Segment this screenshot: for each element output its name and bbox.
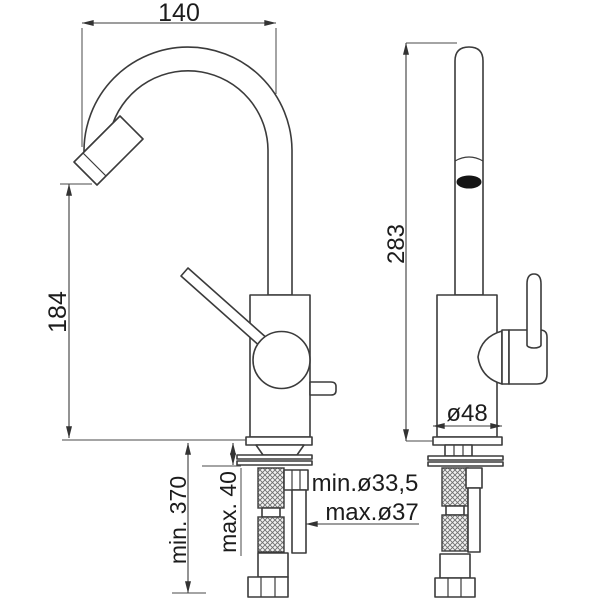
- supply-hose-upper-side: [441, 467, 469, 507]
- dimensions: 140 184 min. 370 max. 40 min.ø33,5 max.ø…: [44, 0, 503, 594]
- supply-hose-upper-front: [257, 467, 285, 509]
- label-hole-diameter-max: max.ø37: [325, 499, 418, 526]
- dim-body-diameter-label: ø48: [446, 400, 487, 427]
- dim-counter-thickness-label: max. 40: [215, 471, 241, 553]
- dim-side-height-label: 283: [383, 224, 410, 264]
- dim-hose-length-label: min. 370: [165, 476, 191, 564]
- fixing-stud-side: [465, 467, 483, 553]
- handle-cone-side: [477, 330, 503, 385]
- shank-nut-side: [444, 444, 473, 457]
- front-view: [73, 46, 337, 598]
- mounting-washer-side-top: [427, 455, 504, 461]
- fixing-stud-front: [283, 469, 309, 554]
- mounting-washer-side-bottom: [427, 461, 504, 467]
- dim-front-height-label: 184: [44, 291, 72, 333]
- label-hole-diameter-max-group: max.ø37: [305, 499, 419, 527]
- base-plate-side: [432, 436, 503, 446]
- dim-spout-reach-label: 140: [158, 0, 200, 27]
- gooseneck-spout: [83, 46, 293, 296]
- base-plate-front: [245, 436, 313, 446]
- aerator-nozzle: [73, 115, 144, 186]
- dim-hose-length: min. 370: [165, 442, 206, 594]
- dim-side-height: 283: [383, 42, 457, 442]
- mounting-washer-front-top: [236, 454, 313, 460]
- aerator-ring-line: [82, 152, 107, 177]
- dim-body-diameter: ø48: [432, 400, 503, 429]
- hose-end-nut-side: [434, 577, 476, 598]
- handle-flange-side: [501, 329, 510, 385]
- dim-front-height: 184: [44, 183, 92, 439]
- lever-rod-side: [526, 273, 542, 349]
- dim-spout-reach: 140: [81, 0, 277, 147]
- hose-end-nut-front: [247, 576, 289, 598]
- dim-counter-thickness: max. 40: [202, 442, 242, 556]
- hose-connector-side: [445, 505, 465, 516]
- supply-hose-lower-front: [257, 516, 285, 553]
- hose-connector-front: [261, 507, 281, 518]
- aerator-line-side: [454, 156, 484, 162]
- supply-hose-lower-side: [441, 514, 469, 552]
- hose-tail-front: [257, 552, 289, 578]
- popup-knob: [309, 381, 337, 396]
- spout-outlet: [456, 175, 482, 189]
- riser-tube-side: [454, 46, 484, 296]
- shank-taper-front: [255, 444, 305, 456]
- side-view: [427, 46, 548, 598]
- mounting-washer-front-bottom: [236, 460, 313, 466]
- cartridge-joint-circle: [252, 330, 311, 390]
- label-hole-diameter-min: min.ø33,5: [312, 470, 419, 497]
- hose-tail-side: [439, 553, 471, 579]
